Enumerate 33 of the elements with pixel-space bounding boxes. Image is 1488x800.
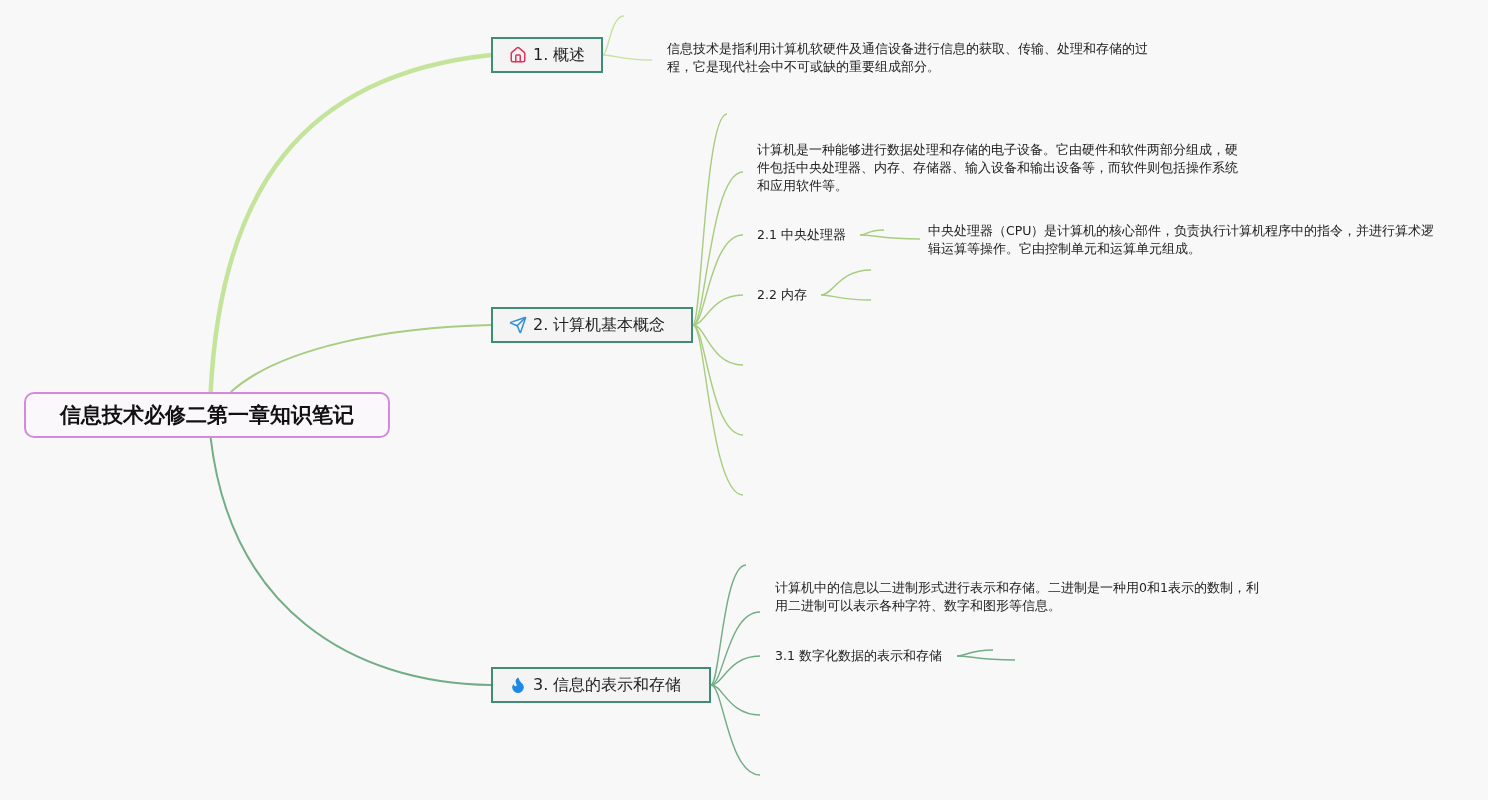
central-topic-text: 信息技术必修二第一章知识笔记 bbox=[60, 402, 354, 429]
branch-line bbox=[692, 324, 744, 366]
branch-line bbox=[710, 655, 761, 686]
topic-box bbox=[491, 667, 711, 703]
branch-line bbox=[956, 655, 1016, 661]
branch-line bbox=[692, 324, 744, 496]
branch-line bbox=[820, 294, 872, 301]
topic-text: 1. 概述 bbox=[533, 44, 586, 66]
central-topic-box bbox=[24, 392, 390, 438]
branch-line bbox=[692, 171, 744, 326]
subtopic-text: 3.1 数字化数据的表示和存储 bbox=[760, 647, 957, 665]
topic-text: 2. 计算机基本概念 bbox=[533, 314, 666, 336]
branch-line bbox=[209, 437, 492, 686]
note-text: 中央处理器（CPU）是计算机的核心部件，负责执行计算机程序中的指令，并进行算术逻辑运算等操作。它由控制单元和运算单元组成。 bbox=[920, 222, 1442, 258]
subtopic-text: 2.1 中央处理器 bbox=[743, 226, 860, 244]
note-text: 信息技术是指利用计算机软硬件及通信设备进行信息的获取、传输、处理和存储的过程，它是现代社会中不可或缺的重要组成部分。 bbox=[652, 40, 1172, 76]
branch-line bbox=[208, 52, 492, 393]
branch-line bbox=[710, 684, 761, 776]
branch-line bbox=[602, 54, 653, 61]
branch-line bbox=[692, 294, 744, 326]
topic-box bbox=[491, 307, 693, 343]
branch-line bbox=[602, 15, 625, 56]
note-text: 计算机是一种能够进行数据处理和存储的电子设备。它由硬件和软件两部分组成，硬件包括中央处理器、内存、存储器、输入设备和输出设备等，而软件则包括操作系统和应用软件等。 bbox=[743, 141, 1248, 195]
branch-line bbox=[710, 564, 747, 686]
branch-line bbox=[229, 324, 492, 393]
topic-box bbox=[491, 37, 603, 73]
note-text: 计算机中的信息以二进制形式进行表示和存储。二进制是一种用0和1表示的数制，利用二进制可以表示各种字符、数字和图形等信息。 bbox=[760, 579, 1270, 615]
branch-line bbox=[710, 684, 761, 716]
subtopic-text: 2.2 内存 bbox=[743, 286, 821, 304]
topic-text: 3. 信息的表示和存储 bbox=[533, 674, 682, 696]
branch-line bbox=[859, 234, 921, 240]
branch-line bbox=[692, 234, 744, 326]
branch-line bbox=[710, 611, 761, 686]
